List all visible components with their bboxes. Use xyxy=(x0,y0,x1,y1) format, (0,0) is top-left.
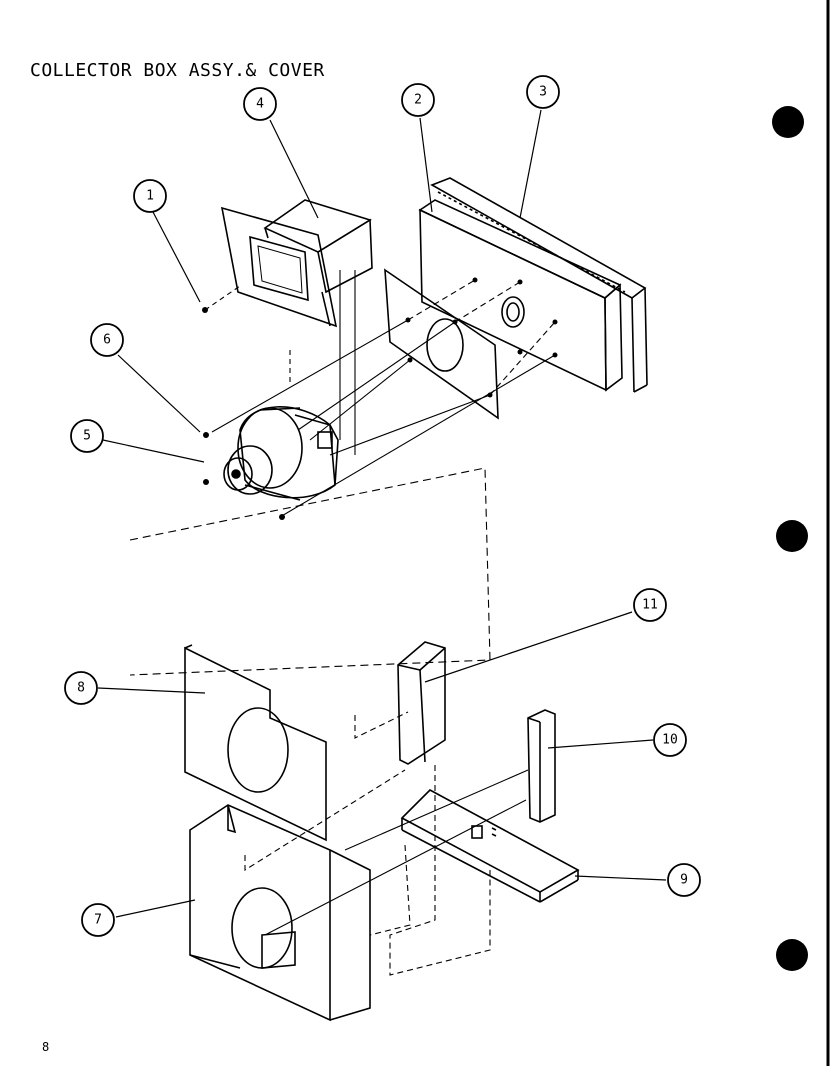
svg-text:3: 3 xyxy=(539,85,547,100)
svg-text:7: 7 xyxy=(94,913,102,928)
callout-10: 10 xyxy=(653,723,687,757)
callout-2: 2 xyxy=(401,83,435,117)
leader-lines xyxy=(97,109,667,918)
binder-holes xyxy=(772,106,808,971)
page-title: COLLECTOR BOX ASSY.& COVER xyxy=(30,60,325,81)
svg-text:11: 11 xyxy=(642,598,658,613)
svg-text:9: 9 xyxy=(680,873,688,888)
svg-text:4: 4 xyxy=(256,97,264,112)
svg-text:1: 1 xyxy=(146,189,154,204)
callout-11: 11 xyxy=(633,588,667,622)
callout-8: 8 xyxy=(64,671,98,705)
block-part-11 xyxy=(397,641,446,765)
svg-text:8: 8 xyxy=(77,681,85,696)
blower-gasket xyxy=(384,268,499,420)
callout-9: 9 xyxy=(667,863,701,897)
collector-box-bracket xyxy=(220,199,373,328)
svg-text:6: 6 xyxy=(103,333,111,348)
callout-1: 1 xyxy=(133,179,167,213)
svg-text:5: 5 xyxy=(83,429,91,444)
assembly-lines xyxy=(129,270,556,676)
lower-cover-panel xyxy=(189,804,371,1022)
callout-4: 4 xyxy=(243,87,277,121)
upper-cover-panel xyxy=(184,644,327,842)
blower-motor xyxy=(223,406,339,501)
svg-text:10: 10 xyxy=(662,733,678,748)
callout-6: 6 xyxy=(90,323,124,357)
collector-box xyxy=(418,177,648,393)
page-number: 8 xyxy=(42,1040,50,1054)
svg-text:2: 2 xyxy=(414,93,422,108)
callout-5: 5 xyxy=(70,419,104,453)
base-bracket xyxy=(400,789,580,903)
lower-assembly-lines xyxy=(244,711,529,976)
screws xyxy=(202,277,558,520)
block-part-10 xyxy=(527,709,556,823)
callout-3: 3 xyxy=(526,75,560,109)
callout-7: 7 xyxy=(81,903,115,937)
